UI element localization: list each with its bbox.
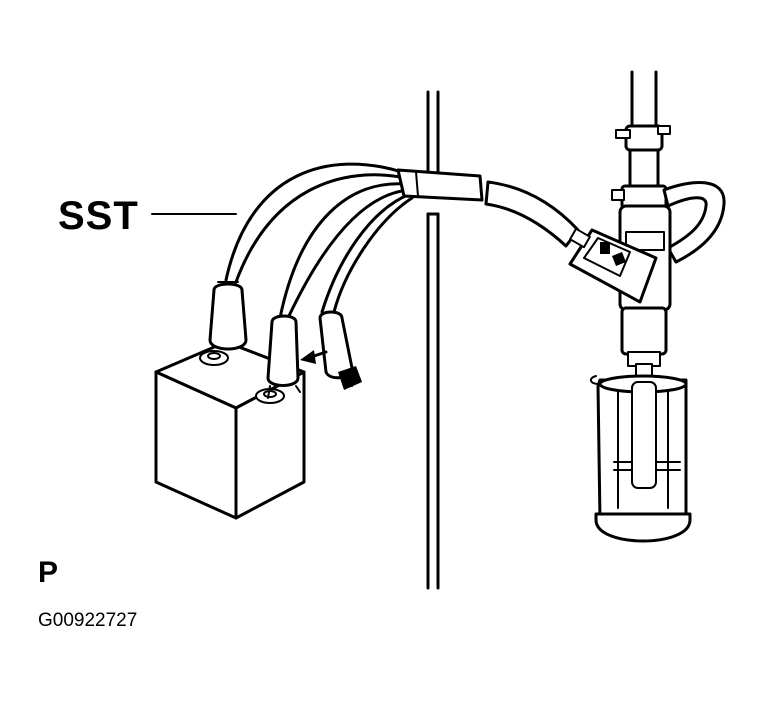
- sst-label: SST: [58, 194, 139, 238]
- connection-arrow: [300, 350, 328, 364]
- battery: [154, 340, 306, 520]
- injector-connector: [568, 227, 658, 304]
- sst-connector-boot-3: [318, 310, 362, 390]
- harness-sleeve: [396, 168, 580, 248]
- battery-terminal-positive: [199, 350, 229, 366]
- sst-connector-boot-2: [266, 314, 301, 399]
- fuel-hose: [611, 70, 671, 210]
- injector-clamp-strap: [662, 181, 726, 264]
- measuring-beaker: [590, 374, 692, 543]
- sst-harness-wires: [151, 162, 414, 320]
- figure-letter-label: P: [38, 556, 59, 589]
- sst-connector-boot-1: [208, 281, 248, 351]
- divider-lines: [426, 90, 440, 590]
- figure-id-label: G00922727: [38, 610, 138, 631]
